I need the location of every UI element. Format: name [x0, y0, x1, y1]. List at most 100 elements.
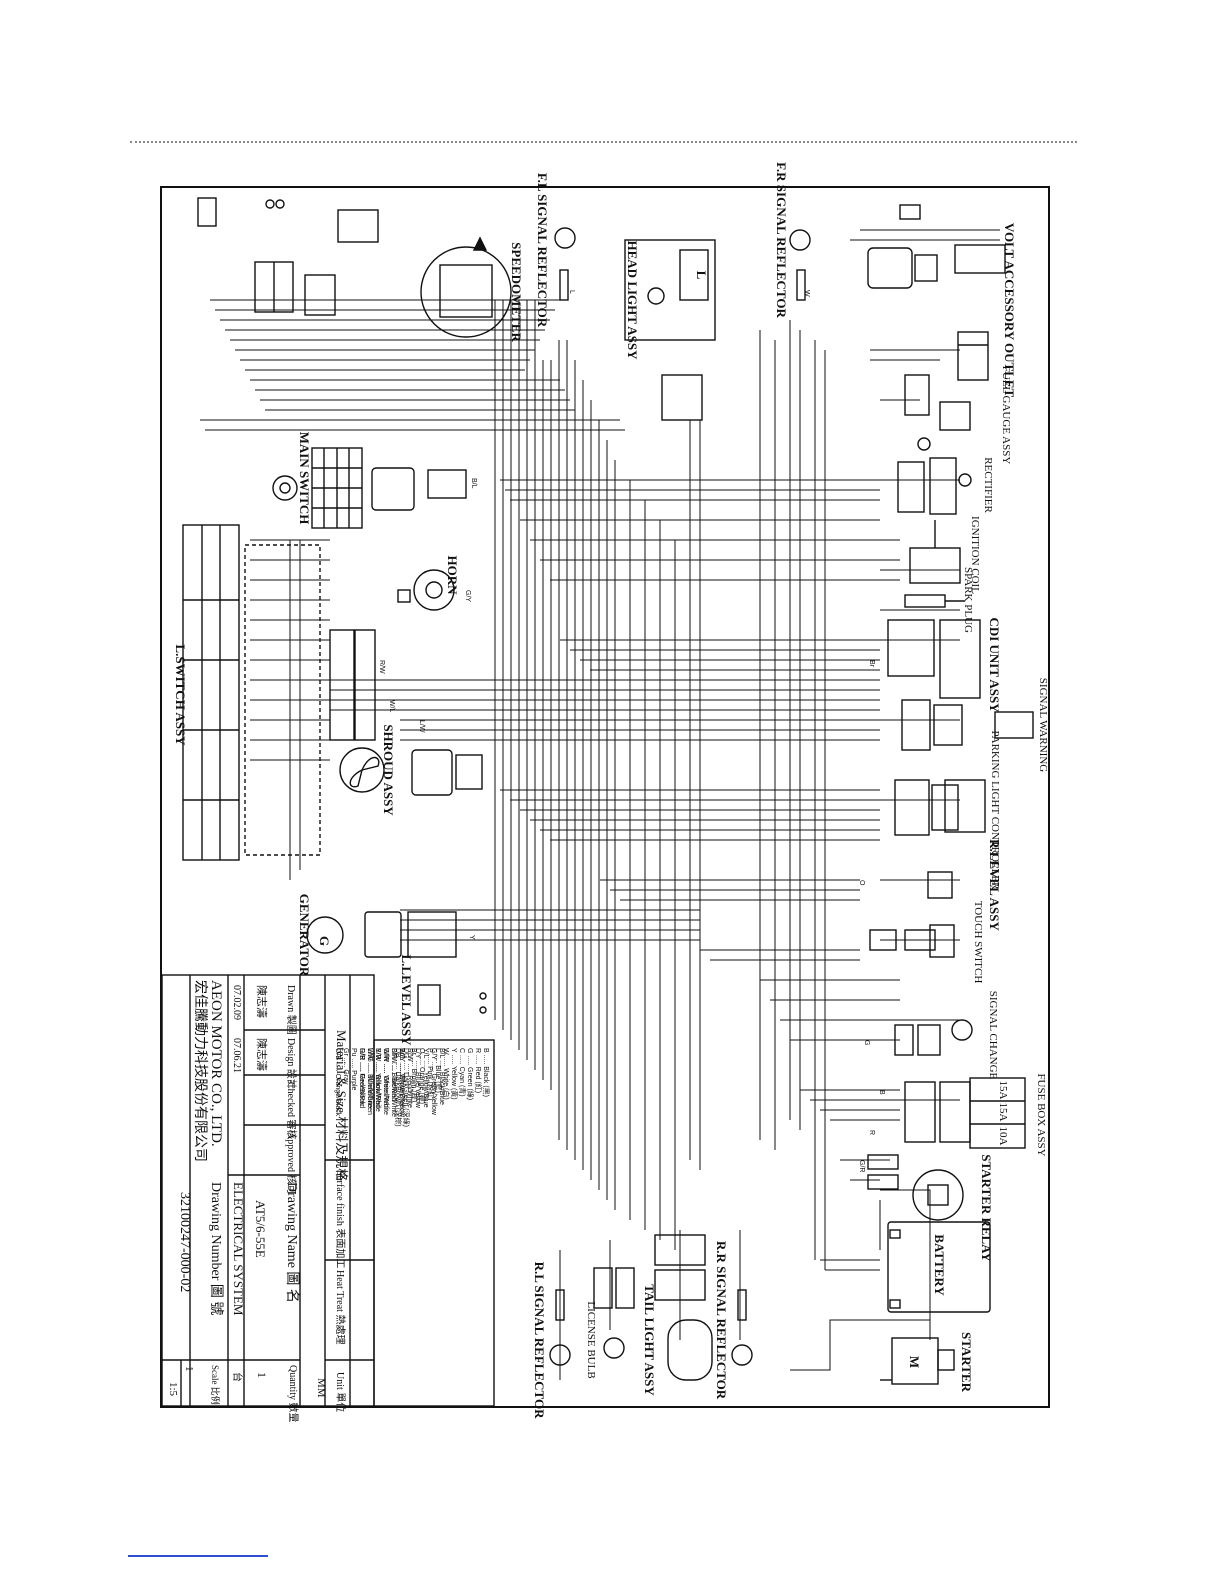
- legend-entry: Br ..... Brown (棕): [410, 1048, 419, 1102]
- legend-entry: B ..... Black (黑): [482, 1048, 490, 1097]
- battery: [887, 1221, 991, 1313]
- tb-scale-label: Scale 比例: [210, 1365, 221, 1405]
- label-fr-signal: F.R SIGNAL REFLECTOR: [774, 162, 789, 318]
- generator: [306, 911, 457, 958]
- wire-tag: L/W: [418, 720, 425, 733]
- legend-entry: W/L ..... White/Blue: [398, 1048, 405, 1108]
- wire-tag: Y: [468, 935, 475, 940]
- legend-entry: G/Y ..... Green/Yellow: [430, 1048, 437, 1116]
- wire-tag: W: [803, 290, 810, 297]
- legend-entry: B/L ..... Black/Blue: [438, 1048, 445, 1105]
- wire-tag: Br: [868, 660, 875, 668]
- legend-entry: P ..... Pink (粉紅): [426, 1048, 435, 1100]
- wire-tag: B: [878, 1090, 885, 1095]
- tb-surface-finish: Surface finish 表面加工: [334, 1170, 347, 1268]
- label-cdi: CDI UNIT ASSY: [987, 617, 1002, 713]
- label-fuse-box: FUSE BOX ASSY: [1035, 1073, 1047, 1156]
- tb-quantity-unit: 台: [231, 1372, 244, 1382]
- speedometer-connector: [254, 209, 379, 316]
- label-signal-warning: SIGNAL WARNING: [1037, 678, 1049, 772]
- starter-relay: [867, 1154, 964, 1221]
- tb-design: Design 設計: [285, 1038, 298, 1089]
- rectifier: [897, 457, 972, 515]
- license-bulb: [593, 1267, 635, 1359]
- wire-tag: R/W: [378, 660, 385, 674]
- label-license-bulb: LICENSE BULB: [585, 1301, 597, 1378]
- tb-date-design: 07.06.21: [231, 1038, 242, 1073]
- label-shroud: SHROUD ASSY: [381, 724, 396, 816]
- fuse-1: 15A: [997, 1081, 1009, 1100]
- wire-tag: L: [568, 290, 575, 294]
- wire-color-tags: B/L G/Y R/W W/L L/W R B G Y O Br G/R L W: [378, 290, 885, 1172]
- label-r-level: R.LEVEL ASSY: [987, 839, 1002, 931]
- label-touch-switch: TOUCH SWITCH: [972, 901, 984, 984]
- tail-light-assy: [654, 1234, 713, 1381]
- component-labels: MAIN SWITCH HORN L.SWITCH ASSY SHROUD AS…: [173, 162, 1049, 1419]
- label-spark-plug: SPARK PLUG: [962, 567, 974, 633]
- fuse-2: 15A: [997, 1103, 1009, 1122]
- wire-tag: G: [863, 1040, 870, 1045]
- tb-quantity-value: 1: [255, 1372, 269, 1378]
- fuse-3: 10A: [997, 1127, 1009, 1146]
- title-block-text: Material & Size 材料及規格 Surface finish 表面加…: [167, 980, 349, 1423]
- generator-symbol: G: [317, 936, 332, 946]
- signal-change: [894, 1019, 973, 1056]
- r-level-assy: [927, 871, 953, 899]
- legend-entry: W ..... White (白): [442, 1048, 451, 1100]
- fuse-values: 15A 15A 10A: [997, 1081, 1009, 1146]
- spark-plug: [904, 594, 965, 608]
- tb-heat-treat: Heat Treat 熱處理: [334, 1270, 347, 1344]
- legend-entry: Br/Y ..... Brown/Yellow: [398, 1048, 405, 1118]
- shroud-assy: [339, 747, 483, 796]
- l-level-assy: [417, 984, 487, 1016]
- label-starter-relay: STARTER RELAY: [979, 1154, 994, 1262]
- legend-entry: Y/R ..... Yellow/Red: [374, 1048, 381, 1108]
- legend-entry: G/W ..... Green/White: [382, 1048, 389, 1115]
- l-switch-assy: [182, 524, 376, 861]
- drawing-frame: [160, 186, 1050, 1408]
- cdi-unit-assy: [887, 619, 981, 699]
- tb-drawing-model: AT5/6-55E: [253, 1200, 268, 1258]
- tb-drawing-number: 32100247-000-02: [177, 1192, 192, 1292]
- label-horn: HORN: [445, 556, 460, 596]
- legend-entry: R ..... Red (紅): [474, 1048, 483, 1093]
- tb-approved: Approved 核可: [285, 1132, 298, 1195]
- head-light-assy: [624, 239, 716, 421]
- title-block: [161, 974, 495, 1407]
- top-rule: [130, 141, 1077, 143]
- footer-link-rule[interactable]: [128, 1555, 268, 1557]
- fuse-box-assy: [904, 1077, 1026, 1149]
- legend-entry: C ..... Cyan (青): [458, 1048, 467, 1097]
- legend-entry: L/R ..... Blue/Red: [390, 1048, 397, 1101]
- tb-quantity-label: Quantity 數量: [287, 1365, 300, 1423]
- touch-switch: [869, 924, 955, 958]
- fuel-gauge-assy: [904, 374, 971, 451]
- tb-drawn: Drawn 製圖: [285, 985, 298, 1035]
- label-signal-change: SIGNAL CHANGE: [987, 991, 999, 1080]
- label-fl-signal: F.L SIGNAL REFLECTOR: [535, 173, 550, 328]
- legend-entry: Gr ..... Gray: [342, 1048, 349, 1085]
- head-light-symbol: L: [694, 271, 709, 280]
- wire-tag: B/L: [470, 478, 477, 489]
- wire-harness: [200, 229, 1000, 1380]
- tb-unit: Unit 單位: [334, 1372, 347, 1412]
- legend-entry: DG ..... DarkGreen (深綠): [402, 1048, 411, 1127]
- legend-entry: L/Y ..... Blue/Yellow: [414, 1048, 421, 1109]
- starter-symbol: M: [907, 1356, 922, 1368]
- label-battery: BATTERY: [932, 1234, 947, 1296]
- legend-entry: L ..... Blue (藍): [434, 1048, 443, 1093]
- wire-tag: G/R: [858, 1160, 865, 1172]
- label-ignition-coil: IGNITION COIL: [969, 516, 981, 594]
- wire-tag: G/Y: [464, 590, 471, 602]
- tb-scale-value: 1:5: [167, 1382, 179, 1397]
- temp-sender: [867, 204, 1006, 289]
- label-starter: STARTER: [959, 1332, 974, 1393]
- label-l-level: L.LEVEL ASSY: [399, 954, 414, 1046]
- label-generator: GENERATOR: [297, 894, 312, 977]
- ignition-coil: [909, 520, 961, 584]
- color-legend: B ..... Black (黑)R ..... Red (紅)G ..... …: [334, 1048, 490, 1127]
- legend-entry: Pu ..... Purple: [350, 1048, 357, 1091]
- legend-entry: Br/W ..... Brown/White: [390, 1048, 397, 1117]
- legend-entry: Y/L ..... Yellow/Blue: [422, 1048, 429, 1108]
